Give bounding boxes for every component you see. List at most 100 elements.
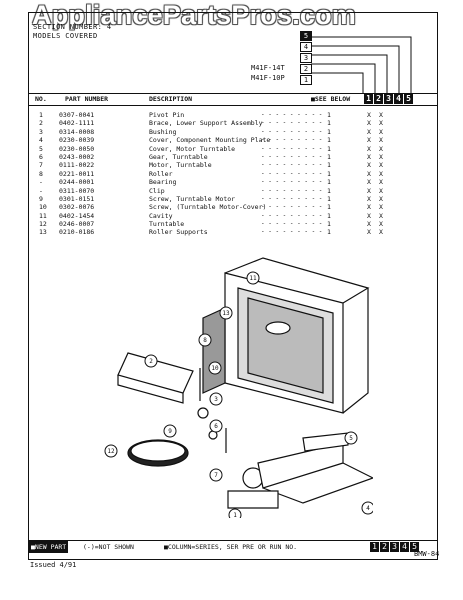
col-2-mark: X — [379, 161, 383, 170]
part-no: 13 — [39, 228, 47, 237]
col-1-mark: X — [367, 127, 371, 136]
part-no: 4 — [39, 136, 43, 145]
col-1-mark: X — [367, 161, 371, 170]
part-no: 12 — [39, 220, 47, 229]
part-description: Screw, (Turntable Motor-Cover) — [149, 203, 267, 212]
part-number: 0210-0186 — [59, 228, 95, 237]
col-num: 5 — [404, 94, 413, 104]
col-2-mark: X — [379, 194, 383, 203]
header-see-below: ■SEE BELOW — [311, 95, 351, 103]
part-qty: 1 — [327, 161, 331, 170]
part-description: Bushing — [149, 127, 177, 136]
column-tag: 4 — [300, 42, 312, 52]
col-2-mark: X — [379, 203, 383, 212]
col-num: 1 — [364, 94, 373, 104]
callout-label: 7 — [214, 472, 218, 479]
part-number: 0243-0002 — [59, 152, 95, 161]
model-2: M41F-10P — [251, 74, 285, 82]
column-tag: 3 — [300, 53, 312, 63]
col-1-mark: X — [367, 111, 371, 119]
callout-2: 2 — [144, 354, 158, 368]
callout-label: 8 — [203, 337, 207, 344]
part-no: - — [39, 186, 43, 195]
part-no: 10 — [39, 203, 47, 212]
part-description: Cavity — [149, 211, 173, 220]
part-qty: 1 — [327, 152, 331, 161]
part-number: 0221-0011 — [59, 169, 95, 178]
col-2-mark: X — [379, 111, 383, 119]
col-1-mark: X — [367, 119, 371, 128]
callout-4: 4 — [361, 501, 373, 515]
part-qty: 1 — [327, 194, 331, 203]
part-number: 0402-1111 — [59, 119, 95, 128]
leader-dots: - - - - - - - - - — [261, 144, 323, 152]
part-description: Roller — [149, 169, 173, 178]
watermark-text: AppliancePartsPros.com — [32, 0, 357, 30]
callout-label: 11 — [249, 275, 257, 282]
table-header: NO. PART NUMBER DESCRIPTION ■SEE BELOW 1… — [29, 93, 437, 106]
callout-10: 10 — [208, 361, 222, 375]
col-num: 3 — [390, 542, 399, 552]
part-no: 3 — [39, 127, 43, 136]
footer-not-shown: (-)=NOT SHOWN — [83, 543, 134, 551]
col-2-mark: X — [379, 186, 383, 195]
callout-9: 9 — [163, 424, 177, 438]
column-leader-lines — [311, 36, 412, 93]
part-description: Roller Supports — [149, 228, 208, 237]
callout-7: 7 — [209, 468, 223, 482]
col-1-mark: X — [367, 228, 371, 237]
part-qty: 1 — [327, 228, 331, 237]
col-1-mark: X — [367, 203, 371, 212]
col-num: 3 — [384, 94, 393, 104]
part-number: 0311-0070 — [59, 186, 95, 195]
callout-label: 6 — [214, 423, 218, 430]
leader-dots: - - - - - - - - - — [261, 127, 323, 135]
leader-dots: - - - - - - - - - — [261, 119, 323, 127]
col-1-mark: X — [367, 194, 371, 203]
part-description: Pivot Pin — [149, 111, 185, 119]
column-tag: 5 — [300, 31, 312, 41]
col-2-mark: X — [379, 220, 383, 229]
callout-5: 5 — [344, 431, 358, 445]
part-description: Clip — [149, 186, 165, 195]
callout-8: 8 — [198, 333, 212, 347]
callout-6: 6 — [209, 419, 223, 433]
callout-label: 2 — [149, 358, 153, 365]
part-number: 0301-0151 — [59, 194, 95, 203]
part-no: 2 — [39, 119, 43, 128]
part-number: 0246-0007 — [59, 220, 95, 229]
part-number: 0244-0001 — [59, 178, 95, 187]
callout-13: 13 — [219, 306, 233, 320]
model-list: M41F-14T M41F-10P — [251, 63, 285, 83]
part-no: 7 — [39, 161, 43, 170]
leader-dots: - - - - - - - - - — [261, 203, 323, 211]
models-label: MODELS COVERED — [33, 32, 98, 40]
part-description: Turntable — [149, 220, 185, 229]
part-number: 0307-0041 — [59, 111, 95, 119]
column-tag: 2 — [300, 64, 312, 74]
part-no: 8 — [39, 169, 43, 178]
part-no: - — [39, 178, 43, 187]
col-2-mark: X — [379, 211, 383, 220]
col-num: 4 — [394, 94, 403, 104]
footer-bar: ■NEW PART (-)=NOT SHOWN ■COLUMN=SERIES, … — [29, 540, 437, 553]
col-2-mark: X — [379, 127, 383, 136]
part-qty: 1 — [327, 220, 331, 229]
part-qty: 1 — [327, 119, 331, 128]
col-num: 2 — [374, 94, 383, 104]
model-1: M41F-14T — [251, 64, 285, 72]
part-qty: 1 — [327, 203, 331, 212]
part-qty: 1 — [327, 136, 331, 145]
col-1-mark: X — [367, 211, 371, 220]
col-num: 4 — [400, 542, 409, 552]
callout-11: 11 — [246, 271, 260, 285]
col-2-mark: X — [379, 119, 383, 128]
